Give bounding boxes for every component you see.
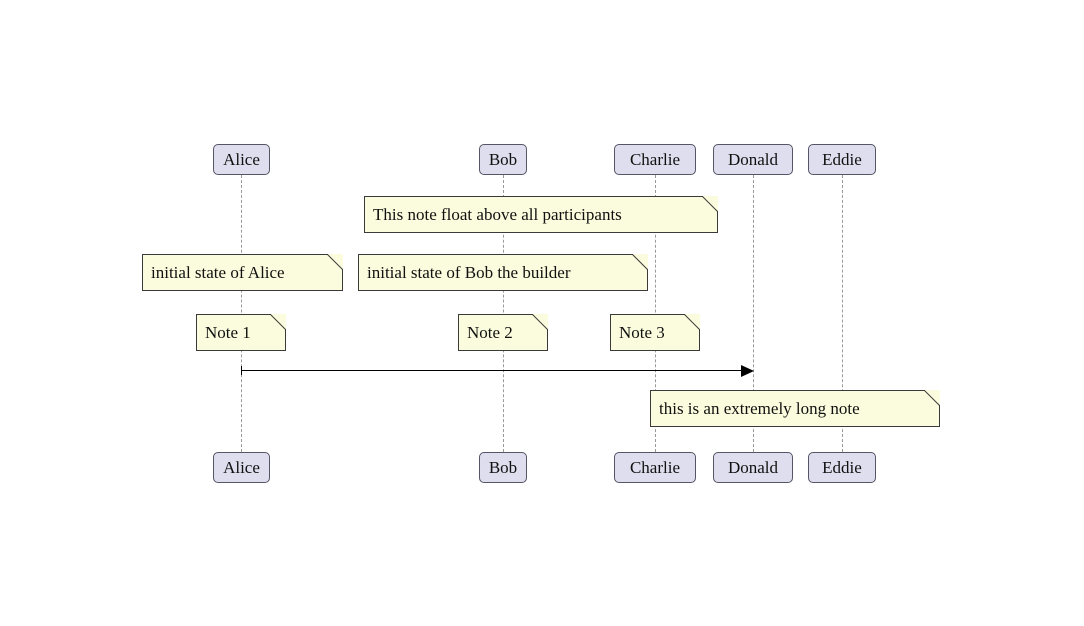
note-fold-corner-icon bbox=[533, 314, 548, 329]
lifeline-bob bbox=[503, 175, 504, 452]
note-3[interactable]: Note 3 bbox=[610, 314, 700, 351]
note-fold-corner-icon bbox=[271, 314, 286, 329]
participant-top-donald[interactable]: Donald bbox=[713, 144, 793, 175]
note-text: Note 3 bbox=[619, 323, 665, 342]
participant-top-alice[interactable]: Alice bbox=[213, 144, 270, 175]
message-line-alice-to-donald bbox=[241, 370, 742, 371]
note-fold-line-icon bbox=[924, 390, 940, 406]
note-1[interactable]: Note 1 bbox=[196, 314, 286, 351]
note-fold-line-icon bbox=[532, 314, 548, 330]
participant-label: Charlie bbox=[629, 458, 681, 477]
note-text: this is an extremely long note bbox=[659, 399, 860, 418]
message-tail-tick bbox=[241, 366, 242, 375]
participant-label: Eddie bbox=[822, 458, 862, 477]
lifeline-alice bbox=[241, 175, 242, 452]
note-fold-line-icon bbox=[684, 314, 700, 330]
note-fold-line-icon bbox=[702, 196, 718, 212]
note-text: This note float above all participants bbox=[373, 205, 622, 224]
participant-label: Bob bbox=[488, 150, 518, 169]
participant-label: Bob bbox=[488, 458, 518, 477]
note-fold-corner-icon bbox=[925, 390, 940, 405]
note-2[interactable]: Note 2 bbox=[458, 314, 548, 351]
participant-label: Eddie bbox=[822, 150, 862, 169]
note-fold-line-icon bbox=[270, 314, 286, 330]
note-fold-corner-icon bbox=[685, 314, 700, 329]
note-fold-corner-icon bbox=[703, 196, 718, 211]
note-fold-line-icon bbox=[632, 254, 648, 270]
note-float-over-all[interactable]: This note float above all participants bbox=[364, 196, 718, 233]
participant-bottom-bob[interactable]: Bob bbox=[479, 452, 527, 483]
note-text: Note 2 bbox=[467, 323, 513, 342]
message-arrowhead bbox=[741, 365, 754, 377]
participant-label: Alice bbox=[223, 458, 260, 477]
participant-bottom-alice[interactable]: Alice bbox=[213, 452, 270, 483]
participant-top-charlie[interactable]: Charlie bbox=[614, 144, 696, 175]
note-initial-bob[interactable]: initial state of Bob the builder bbox=[358, 254, 648, 291]
participant-label: Donald bbox=[727, 150, 779, 169]
participant-label: Donald bbox=[727, 458, 779, 477]
note-fold-line-icon bbox=[327, 254, 343, 270]
note-initial-alice[interactable]: initial state of Alice bbox=[142, 254, 343, 291]
participant-bottom-charlie[interactable]: Charlie bbox=[614, 452, 696, 483]
lifeline-donald bbox=[753, 175, 754, 452]
lifeline-charlie bbox=[655, 175, 656, 452]
participant-top-bob[interactable]: Bob bbox=[479, 144, 527, 175]
lifeline-eddie bbox=[842, 175, 843, 452]
note-fold-corner-icon bbox=[328, 254, 343, 269]
participant-bottom-eddie[interactable]: Eddie bbox=[808, 452, 876, 483]
participant-label: Charlie bbox=[629, 150, 681, 169]
note-fold-corner-icon bbox=[633, 254, 648, 269]
participant-bottom-donald[interactable]: Donald bbox=[713, 452, 793, 483]
participant-top-eddie[interactable]: Eddie bbox=[808, 144, 876, 175]
note-text: initial state of Alice bbox=[151, 263, 285, 282]
note-text: initial state of Bob the builder bbox=[367, 263, 571, 282]
note-text: Note 1 bbox=[205, 323, 251, 342]
participant-label: Alice bbox=[223, 150, 260, 169]
note-long[interactable]: this is an extremely long note bbox=[650, 390, 940, 427]
